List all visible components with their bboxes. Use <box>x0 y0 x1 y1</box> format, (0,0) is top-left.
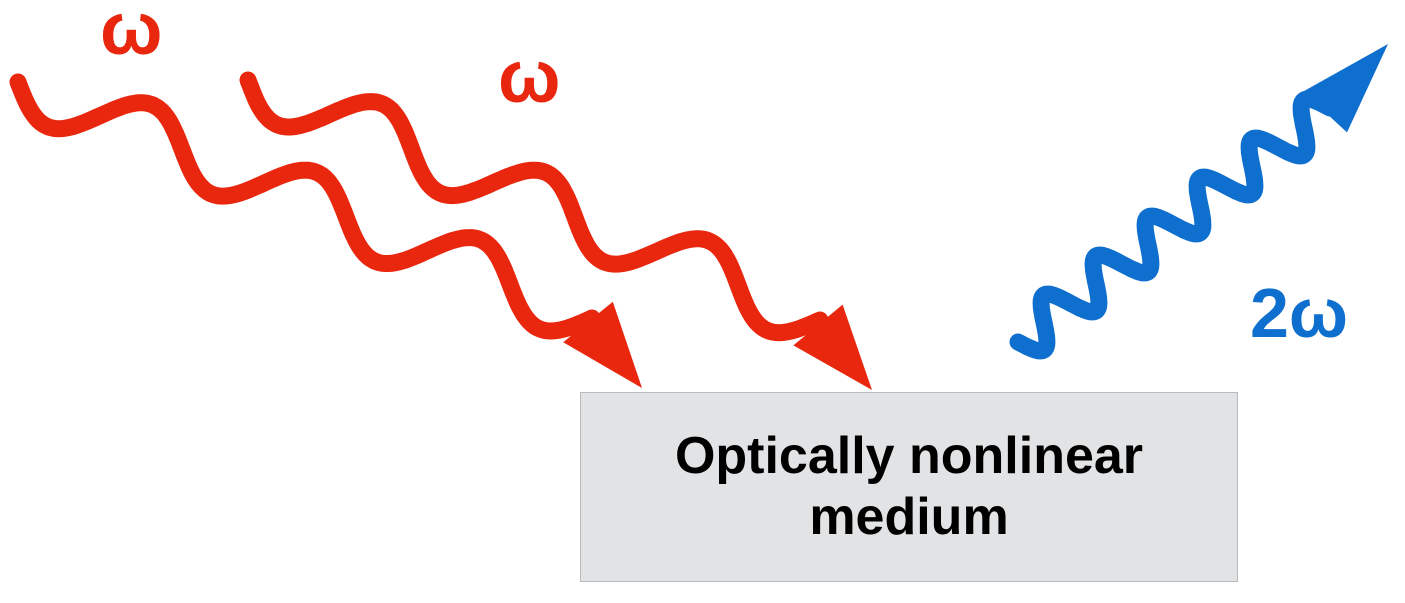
incident-frequency-label-2: ω <box>498 35 561 118</box>
incident-wave-1 <box>9 73 601 340</box>
nonlinear-medium-box: Optically nonlinear medium <box>580 392 1238 582</box>
incident-frequency-label-1: ω <box>100 0 163 70</box>
nonlinear-medium-label: Optically nonlinear medium <box>674 426 1144 546</box>
incident-wave-1-arrowhead <box>563 301 642 388</box>
output-frequency-label: 2ω <box>1250 274 1349 352</box>
incident-wave-2-arrowhead <box>793 304 872 390</box>
incident-wave-2 <box>239 71 829 342</box>
output-wave-arrowhead <box>1303 44 1388 133</box>
output-wave <box>1009 90 1339 360</box>
